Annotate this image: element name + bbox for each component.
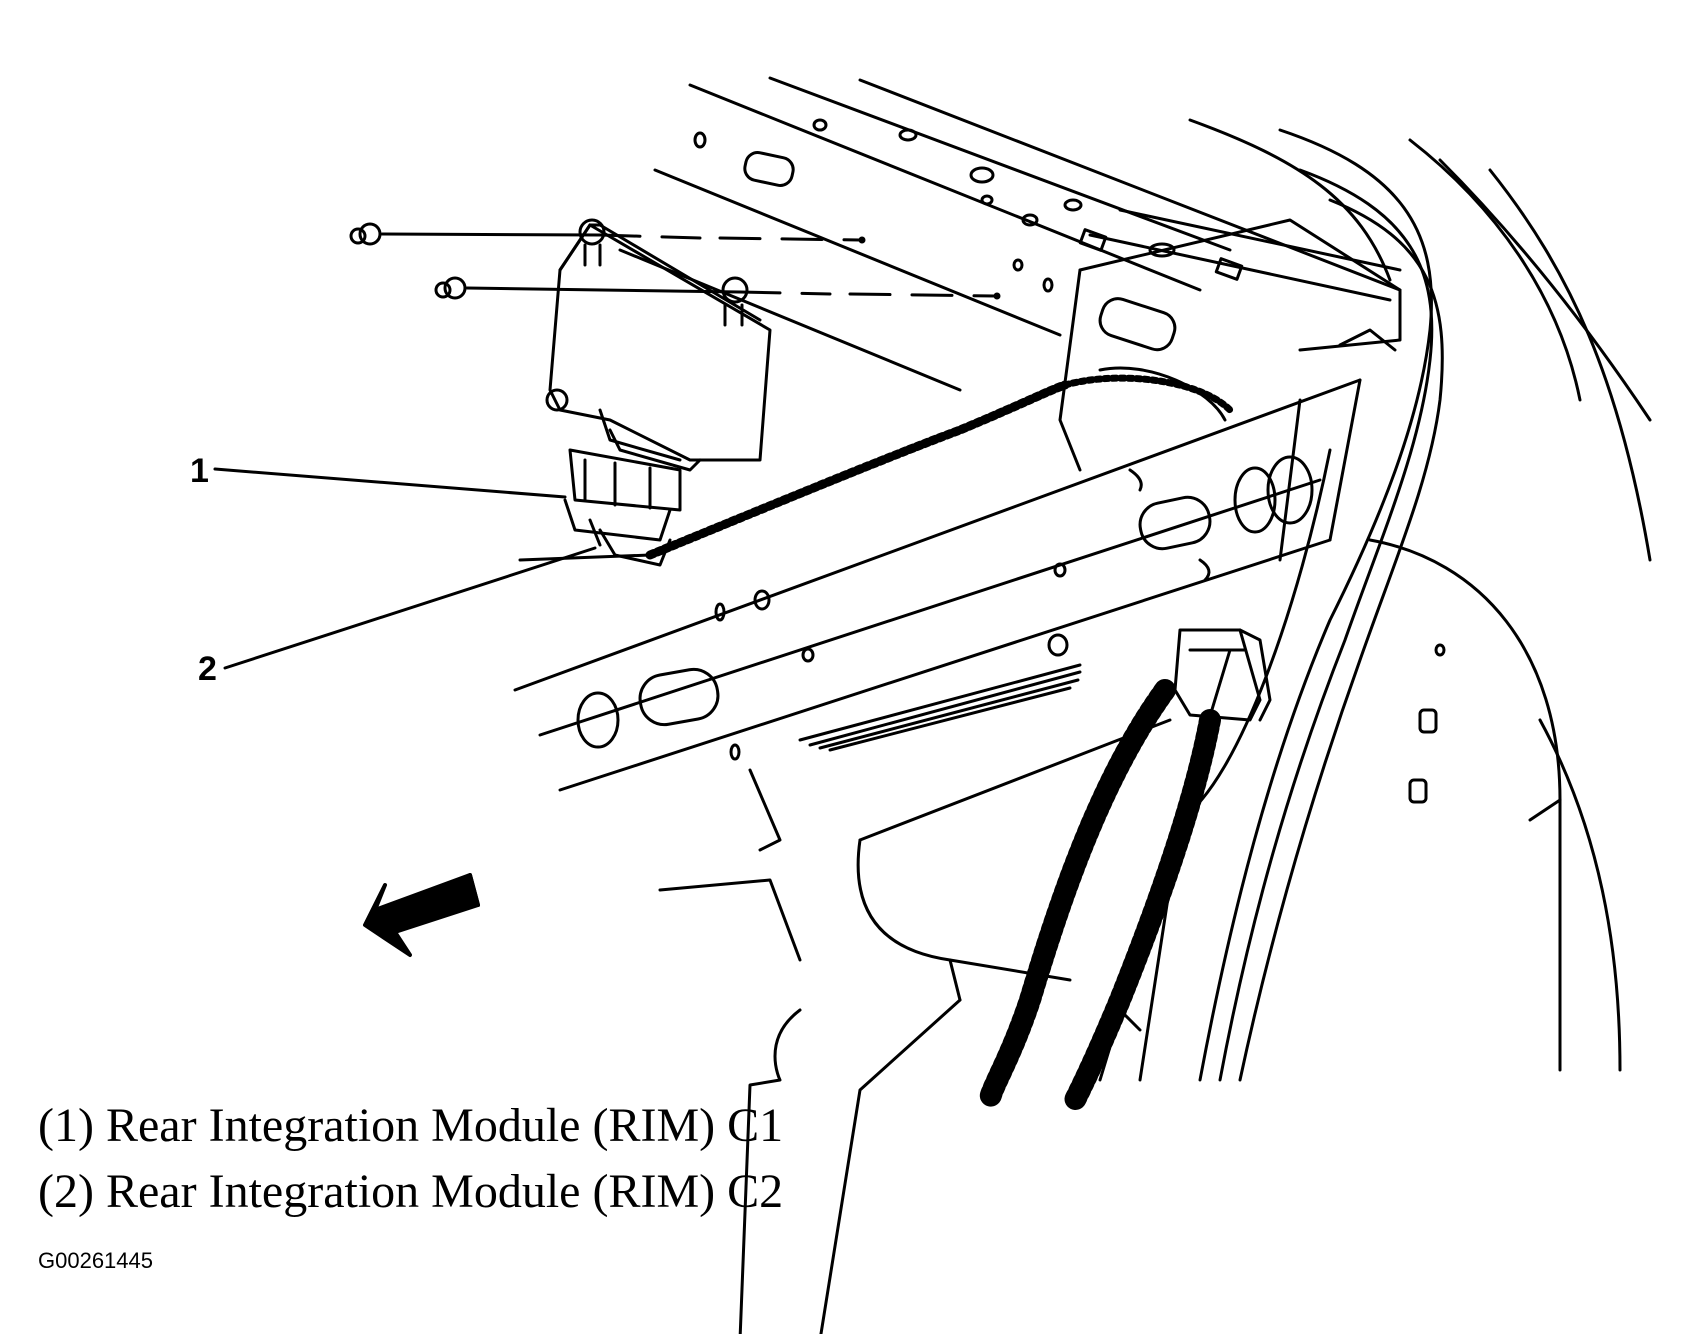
callout-2-label: 2 [198,650,217,688]
rear-integration-module [545,218,772,472]
body-side-frame [1198,128,1652,1082]
legend-item-2: (2) Rear Integration Module (RIM) C2 [38,1165,784,1218]
mounting-bolts [349,222,1001,300]
lower-wiring-harness [979,679,1221,1111]
underside-shading [798,663,1082,752]
callout-1-label: 1 [190,452,209,490]
callout-2-leader [223,546,597,670]
figure-id: G00261445 [38,1248,153,1273]
callout-1-leader [213,467,567,499]
bolt-icon [349,222,602,246]
upper-wiring-harness [645,366,1234,560]
legend-item-1: (1) Rear Integration Module (RIM) C1 [38,1099,784,1152]
callout-leaders [213,467,652,670]
mounting-bracket [1058,218,1402,472]
front-direction-arrow-icon [363,873,480,957]
upper-body-panel [618,76,1402,392]
cross-member [513,378,1362,792]
connector-c1 [563,448,682,542]
bolt-icon [434,276,742,300]
